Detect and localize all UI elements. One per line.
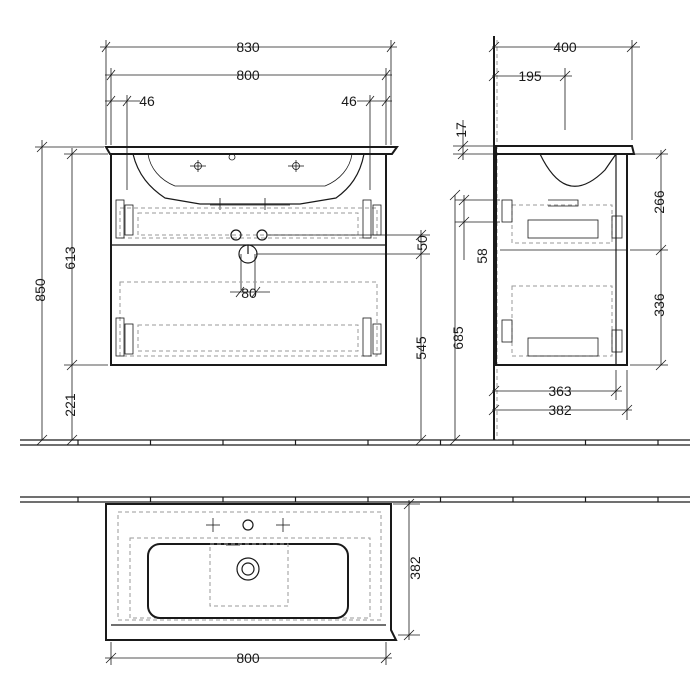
hinge-icon (115, 317, 382, 357)
front-dim-80: 80 (230, 285, 270, 301)
floor-line-top (20, 439, 690, 446)
tap-hole-icon (190, 153, 304, 172)
side-dim-195: 195 (488, 68, 572, 130)
floor-line-bottom (20, 496, 690, 503)
dim-613-label: 613 (62, 246, 78, 270)
side-view (493, 36, 636, 440)
side-dim-685: 685 (449, 189, 466, 446)
dim-545-label: 545 (413, 336, 429, 360)
front-view (104, 146, 399, 366)
dim-58-label: 58 (474, 248, 490, 264)
side-dim-17: 17 (453, 120, 494, 160)
side-dim-336: 336 (630, 293, 668, 371)
dim-800-label: 800 (236, 67, 260, 83)
front-dim-800: 800 (105, 67, 392, 145)
front-dim-613: 613 221 (62, 148, 108, 446)
dim-382-top-label: 382 (407, 556, 423, 580)
dim-400-label: 400 (553, 39, 577, 55)
hinge-icon (115, 199, 382, 239)
dim-195-label: 195 (518, 68, 542, 84)
dim-50-label: 50 (414, 235, 430, 251)
dim-850-label: 850 (32, 278, 48, 302)
front-dim-830: 830 (100, 39, 397, 145)
dim-17-label: 17 (453, 122, 469, 138)
dim-800-top-label: 800 (236, 650, 260, 666)
siphon-icon (230, 229, 268, 290)
front-dim-850: 850 (32, 140, 104, 446)
side-dim-400: 400 (488, 39, 640, 140)
front-dim-46-left: 46 (105, 93, 155, 190)
side-dim-58: 58 (455, 194, 500, 264)
side-dim-363: 363 (488, 370, 622, 400)
dim-685-label: 685 (450, 326, 466, 350)
dim-382-side-label: 382 (548, 402, 572, 418)
top-view (105, 503, 398, 641)
side-dim-382: 382 (488, 370, 633, 420)
top-dim-382: 382 (393, 498, 423, 641)
top-dim-800: 800 (105, 642, 392, 666)
dim-830-label: 830 (236, 39, 260, 55)
drain-icon (236, 557, 260, 581)
tap-hole-icon (206, 518, 290, 532)
dim-336-label: 336 (651, 293, 667, 317)
hinge-icon (501, 199, 623, 239)
dim-80-label: 80 (241, 285, 257, 301)
dim-46-right-label: 46 (341, 93, 357, 109)
dim-266-label: 266 (651, 190, 667, 214)
front-dim-50: 50 (268, 229, 430, 251)
hinge-icon (501, 319, 623, 353)
front-dim-545: 545 (256, 230, 430, 446)
front-dim-46-right: 46 (341, 93, 392, 190)
side-dim-266: 266 (630, 148, 668, 365)
dim-46-left-label: 46 (139, 93, 155, 109)
dim-221-label: 221 (62, 393, 78, 417)
dim-363-label: 363 (548, 383, 572, 399)
